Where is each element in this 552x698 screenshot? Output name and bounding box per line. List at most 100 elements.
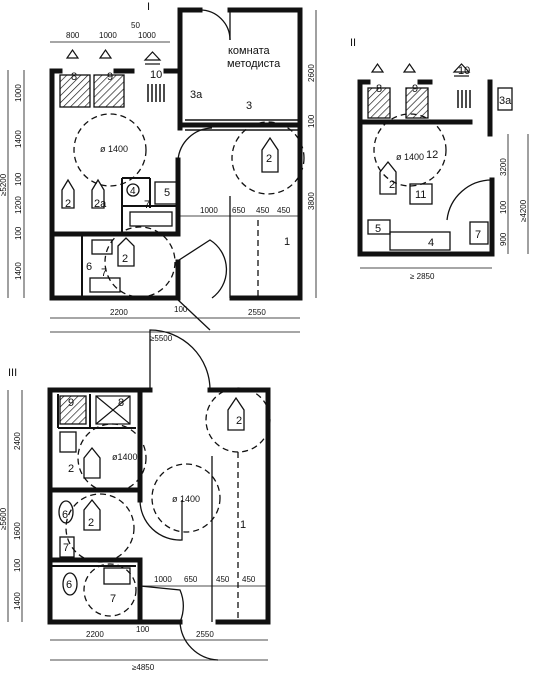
dim-III-left-1: 2400 (13, 432, 22, 450)
dim-left-total: ≥5200 (0, 173, 8, 196)
room-3a-II-box (497, 87, 513, 111)
plan-I-fixtures (61, 136, 279, 293)
dim-right-2: 100 (307, 114, 316, 128)
room-3: 3 (246, 100, 252, 112)
plan-II-room-labels: 8 9 10 3а 12 2 11 5 4 7 ø 1400 (375, 65, 512, 249)
room-4: 4 (130, 186, 136, 197)
room-7: 7 (144, 199, 150, 211)
dim-left-6: 1400 (14, 262, 23, 280)
dim-right-3: 3800 (307, 192, 316, 210)
room-7-III-b: 7 (110, 593, 116, 605)
dim-top-4: 1000 (138, 31, 156, 40)
circle-label-II: ø 1400 (396, 152, 424, 162)
room-9: 9 (107, 71, 113, 83)
room-label-line1: комната (228, 45, 270, 57)
dim-right-1: 2600 (307, 64, 316, 82)
room-10-II: 10 (458, 65, 470, 77)
plan-III-dimension-lines (7, 390, 268, 661)
dim-top-2: 1000 (99, 31, 117, 40)
room-5-II: 5 (375, 223, 381, 235)
dim-III-mid-3: 450 (216, 575, 230, 584)
room-2: 2 (65, 198, 71, 210)
room-1-III: 1 (240, 519, 246, 531)
circle-label-III-b: ø 1400 (172, 494, 200, 504)
room-2-III-c: 2 (88, 517, 94, 529)
dim-III-mid-1: 1000 (154, 575, 172, 584)
plan-II-walls (357, 79, 495, 257)
stair-10 (147, 84, 165, 102)
dim-left-3: 100 (14, 172, 23, 186)
room-6-III-b: 6 (66, 579, 72, 591)
room-7-III: 7 (63, 542, 69, 554)
dim-III-left-total: ≥5600 (0, 507, 8, 530)
room-11-II: 11 (415, 189, 426, 201)
room-9-III: 9 (68, 397, 74, 409)
dim-III-left-4: 1400 (13, 592, 22, 610)
vent-markers-II (370, 62, 471, 77)
plan-I-dimension-lines (7, 10, 317, 333)
plan-I-partitions (81, 119, 298, 296)
dim-II-right-2: 100 (499, 200, 508, 214)
plan-II-dimension-text: 3200 100 900 ≥4200 ≥ 2850 (410, 158, 528, 281)
plan-I-doors (175, 9, 231, 331)
room-6: 6 (86, 261, 92, 273)
plan-III-walls (47, 387, 271, 625)
room-7b: 7 (101, 267, 107, 279)
room-2-II: 2 (389, 179, 395, 191)
dim-III-mid-4: 450 (242, 575, 256, 584)
room-4-II: 4 (428, 237, 434, 249)
dim-II-right-total: ≥4200 (519, 199, 528, 222)
plan-I-room-labels: 8 9 10 3а 3 комната методиста 2 2а 4 5 7… (65, 45, 290, 279)
plan-III: III (0, 329, 271, 672)
room-7-II: 7 (475, 229, 481, 241)
room-8: 8 (71, 71, 77, 83)
room-2a: 2а (94, 198, 107, 210)
dim-III-bottom-2: 100 (136, 625, 150, 634)
room-2-III-b: 2 (68, 463, 74, 475)
dim-bottom-total: ≥5500 (150, 334, 173, 343)
dim-II-right-1: 3200 (499, 158, 508, 176)
plan-I-dimension-text: 800 1000 50 1000 1000 1400 100 1200 100 … (0, 21, 316, 343)
circle-label: ø 1400 (100, 144, 128, 154)
plan-III-label: III (8, 367, 17, 379)
door-II (446, 179, 493, 221)
dim-III-left-3: 100 (13, 558, 22, 572)
plan-III-fixtures (58, 396, 245, 596)
shaft-9-III (59, 395, 87, 425)
dim-III-bottom-1: 2200 (86, 630, 104, 639)
circle-label-III-a: ø1400 (112, 452, 138, 462)
plan-III-doors (139, 329, 219, 661)
dim-left-4: 1200 (14, 196, 23, 214)
dim-mid-1: 1000 (200, 206, 218, 215)
dim-III-mid-2: 650 (184, 575, 198, 584)
dim-left-5: 100 (14, 226, 23, 240)
dim-III-left-2: 1600 (13, 522, 22, 540)
turning-circles-I (73, 113, 305, 298)
dim-III-bottom-total: ≥4850 (132, 663, 155, 672)
dim-III-bottom-3: 2550 (196, 630, 214, 639)
room-3a-II: 3а (499, 95, 512, 107)
plan-II-label: II (350, 37, 356, 49)
room-3a: 3а (190, 89, 203, 101)
plan-II-fixtures (367, 160, 489, 251)
plan-II: II 8 9 (350, 37, 529, 281)
shaft-8-III (95, 395, 131, 425)
plan-II-dimension-lines (360, 134, 529, 269)
dim-bottom-2: 100 (174, 305, 188, 314)
dim-II-bottom-total: ≥ 2850 (410, 272, 435, 281)
room-label-line2: методиста (227, 58, 281, 70)
turning-circle-II (373, 113, 447, 187)
room-2-III-a: 2 (236, 415, 242, 427)
turning-circles-III (65, 387, 271, 622)
dim-left-1: 1000 (14, 84, 23, 102)
dim-bottom-3: 2550 (248, 308, 266, 317)
vent-markers-I (65, 48, 162, 65)
shaft-8-II (367, 87, 391, 119)
plan-I-label: I (147, 1, 150, 13)
dim-mid-2: 650 (232, 206, 246, 215)
dim-mid-4: 450 (277, 206, 291, 215)
plan-I: I (0, 1, 317, 343)
dim-top-3: 50 (131, 21, 140, 30)
dim-top-1: 800 (66, 31, 80, 40)
